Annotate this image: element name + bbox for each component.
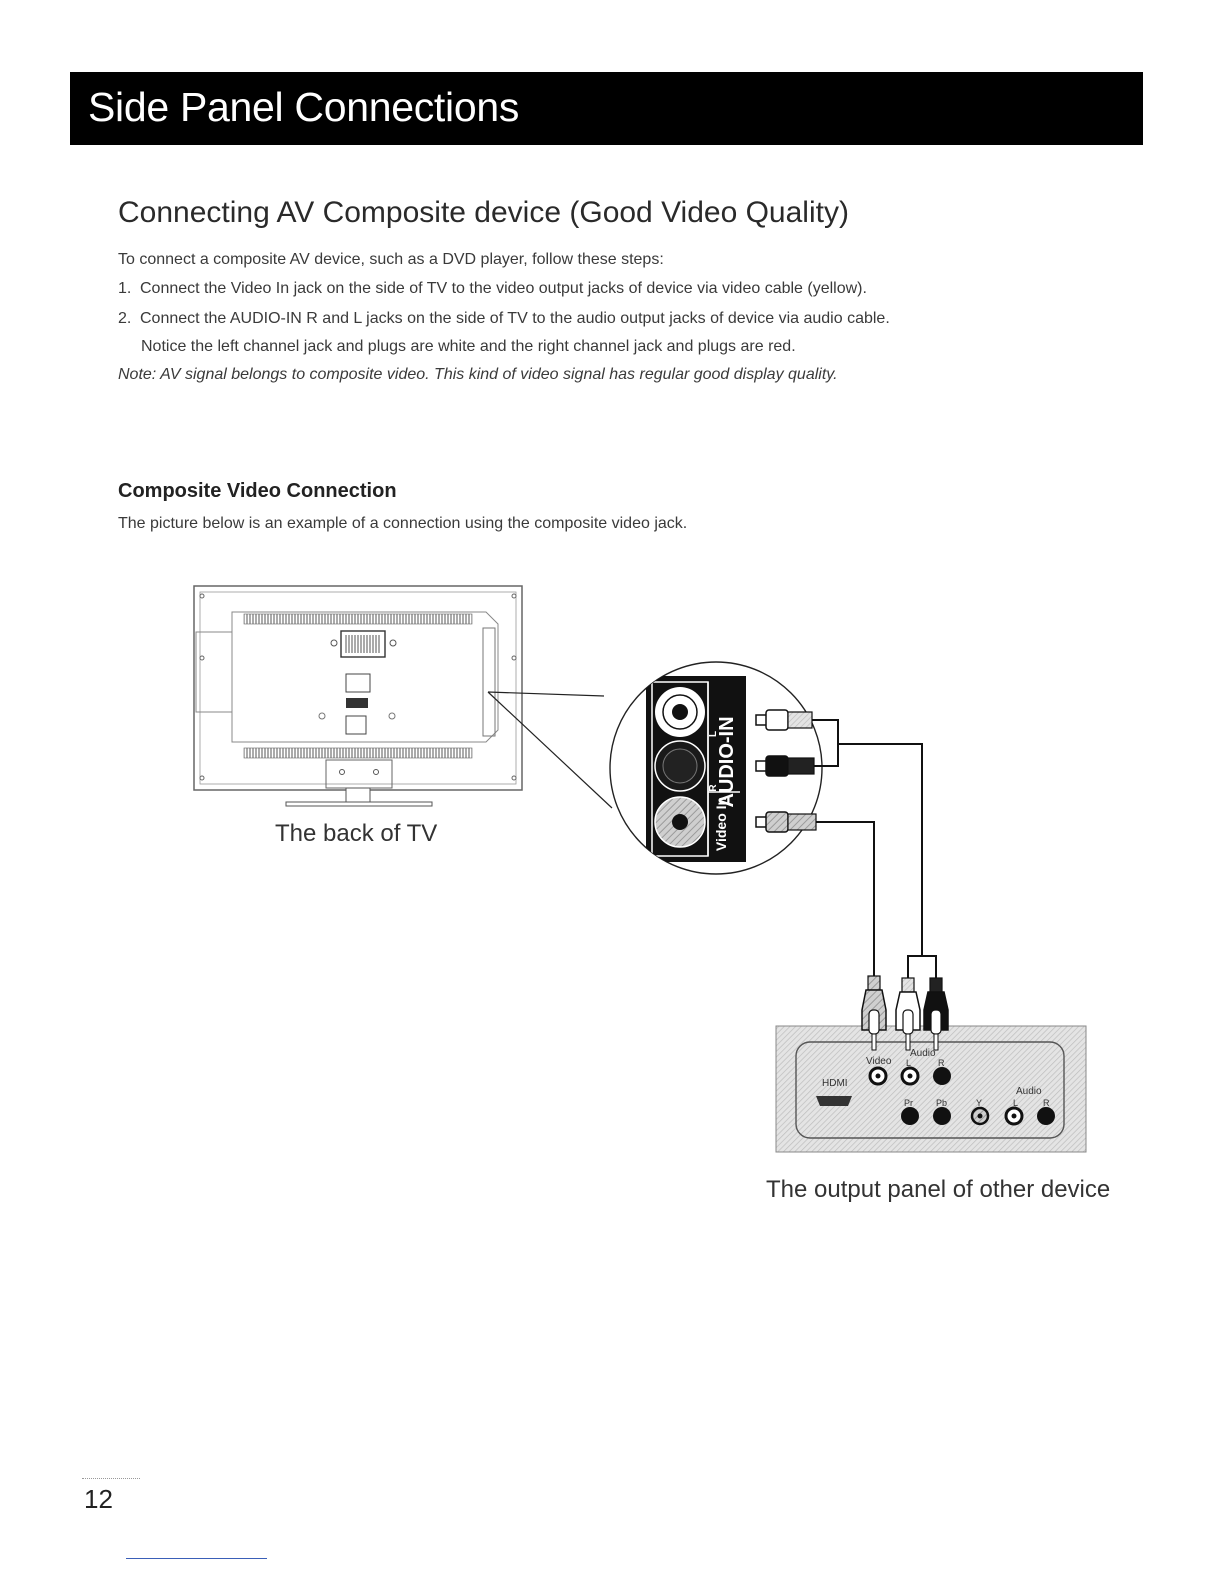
device-plug-audio-l bbox=[895, 977, 921, 1051]
step-1-text: Connect the Video In jack on the side of… bbox=[140, 280, 867, 297]
device-plug-video bbox=[861, 975, 887, 1051]
plug-audio-l bbox=[755, 709, 813, 731]
y-label: Y bbox=[976, 1098, 982, 1108]
r-out-label-bottom: R bbox=[1043, 1098, 1050, 1108]
step-2: 2. Connect the AUDIO-IN R and L jacks on … bbox=[118, 310, 890, 328]
device-plug-audio-r bbox=[923, 977, 949, 1051]
page-number: 12 bbox=[84, 1484, 113, 1514]
pr-label: Pr bbox=[904, 1098, 913, 1108]
pb-label: Pb bbox=[936, 1098, 947, 1108]
plug-audio-r bbox=[755, 755, 815, 777]
tv-side-jack-panel bbox=[482, 627, 496, 737]
cables bbox=[812, 719, 937, 978]
r-label: R bbox=[708, 784, 719, 792]
bottom-rule bbox=[126, 1558, 267, 1559]
page-title: Side Panel Connections bbox=[88, 84, 520, 130]
video-in-label: Video In bbox=[713, 797, 729, 851]
subsection-text: The picture below is an example of a con… bbox=[118, 515, 688, 532]
header-banner: Side Panel Connections bbox=[70, 72, 1143, 145]
zoom-line-top bbox=[487, 691, 605, 697]
step-1: 1. Connect the Video In jack on the side … bbox=[118, 280, 867, 298]
hdmi-port bbox=[816, 1096, 852, 1106]
device-audio-r-jack bbox=[933, 1067, 951, 1085]
l-out-label-top: L bbox=[906, 1058, 911, 1068]
hdmi-label: HDMI bbox=[822, 1078, 848, 1089]
intro-text: To connect a composite AV device, such a… bbox=[118, 251, 664, 268]
l-out-label-bottom: L bbox=[1013, 1098, 1018, 1108]
l-label: L bbox=[708, 731, 719, 737]
device-pb-jack bbox=[933, 1107, 951, 1125]
device-output-panel: HDMI Video Audio L R Audio Pr Pb Y L R bbox=[775, 1025, 1087, 1153]
tv-vent-top bbox=[243, 613, 473, 625]
device-audio-r-jack-2 bbox=[1037, 1107, 1055, 1125]
zoom-line-bottom bbox=[487, 691, 613, 809]
section-title: Connecting AV Composite device (Good Vid… bbox=[118, 196, 849, 229]
step-2-text: Connect the AUDIO-IN R and L jacks on th… bbox=[140, 310, 890, 327]
step-1-number: 1. bbox=[118, 280, 132, 297]
tv-caption: The back of TV bbox=[275, 820, 438, 847]
plug-video bbox=[755, 811, 817, 833]
tv-vent-bottom bbox=[243, 747, 473, 759]
note-text: Note: AV signal belongs to composite vid… bbox=[118, 366, 838, 383]
video-out-label: Video bbox=[866, 1056, 892, 1067]
audio-in-label: AUDIO-IN bbox=[716, 716, 738, 807]
r-out-label-top: R bbox=[938, 1058, 945, 1068]
page-number-rule bbox=[82, 1478, 140, 1479]
audio-out-label-bottom: Audio bbox=[1016, 1086, 1042, 1097]
device-pr-jack bbox=[901, 1107, 919, 1125]
tv-back-illustration bbox=[193, 585, 523, 807]
subsection-title: Composite Video Connection bbox=[118, 480, 397, 502]
step-2-number: 2. bbox=[118, 310, 132, 327]
step-2-continuation: Notice the left channel jack and plugs a… bbox=[141, 338, 796, 355]
device-caption: The output panel of other device bbox=[766, 1176, 1111, 1203]
audio-out-label-top: Audio bbox=[910, 1048, 936, 1059]
